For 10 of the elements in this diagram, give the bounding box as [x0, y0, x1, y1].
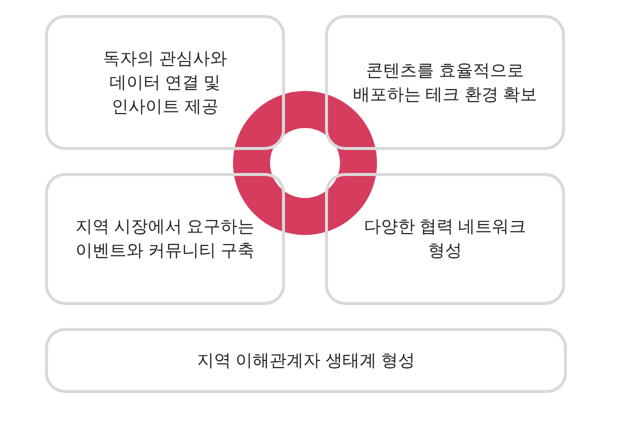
rounded-box [45, 173, 285, 305]
rounded-box [325, 15, 565, 150]
box-text: 다양한 협력 네트워크 형성 [362, 216, 528, 262]
box-text: 독자의 관심사와 데이터 연결 및 인사이트 제공 [102, 48, 228, 118]
rounded-box [45, 15, 285, 150]
box-text: 지역 이해관계자 생태계 형성 [196, 350, 416, 372]
box-text: 지역 시장에서 요구하는 이벤트와 커뮤니티 구축 [74, 216, 256, 262]
rounded-box [45, 328, 567, 393]
box-text: 콘텐츠를 효율적으로 배포하는 테크 환경 확보 [352, 60, 538, 106]
rounded-box [325, 173, 565, 305]
